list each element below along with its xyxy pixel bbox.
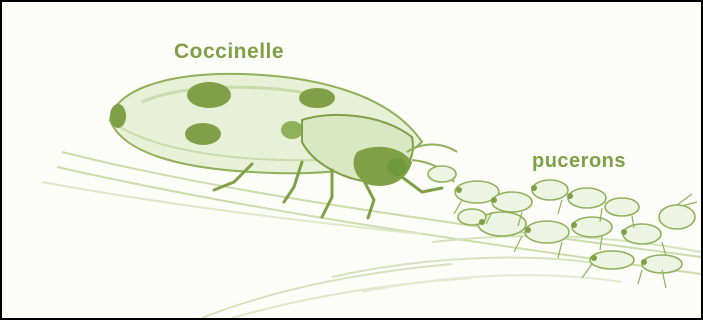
ladybug-spot [110, 104, 126, 128]
aphid [525, 221, 569, 243]
aphid [532, 180, 568, 200]
aphid [568, 188, 606, 208]
label-ladybug: Coccinelle [174, 40, 284, 64]
aphid [572, 217, 612, 237]
label-aphids: pucerons [532, 150, 626, 173]
aphid [590, 251, 634, 269]
ladybug-spot [281, 121, 303, 139]
ladybug-spot [185, 123, 221, 145]
aphid [659, 205, 695, 229]
ladybug-spot [187, 82, 231, 108]
ladybug-spot [299, 88, 335, 108]
aphids [428, 166, 695, 273]
aphid [428, 166, 456, 182]
aphid [623, 224, 661, 244]
aphid [605, 198, 639, 216]
aphid [492, 192, 532, 212]
